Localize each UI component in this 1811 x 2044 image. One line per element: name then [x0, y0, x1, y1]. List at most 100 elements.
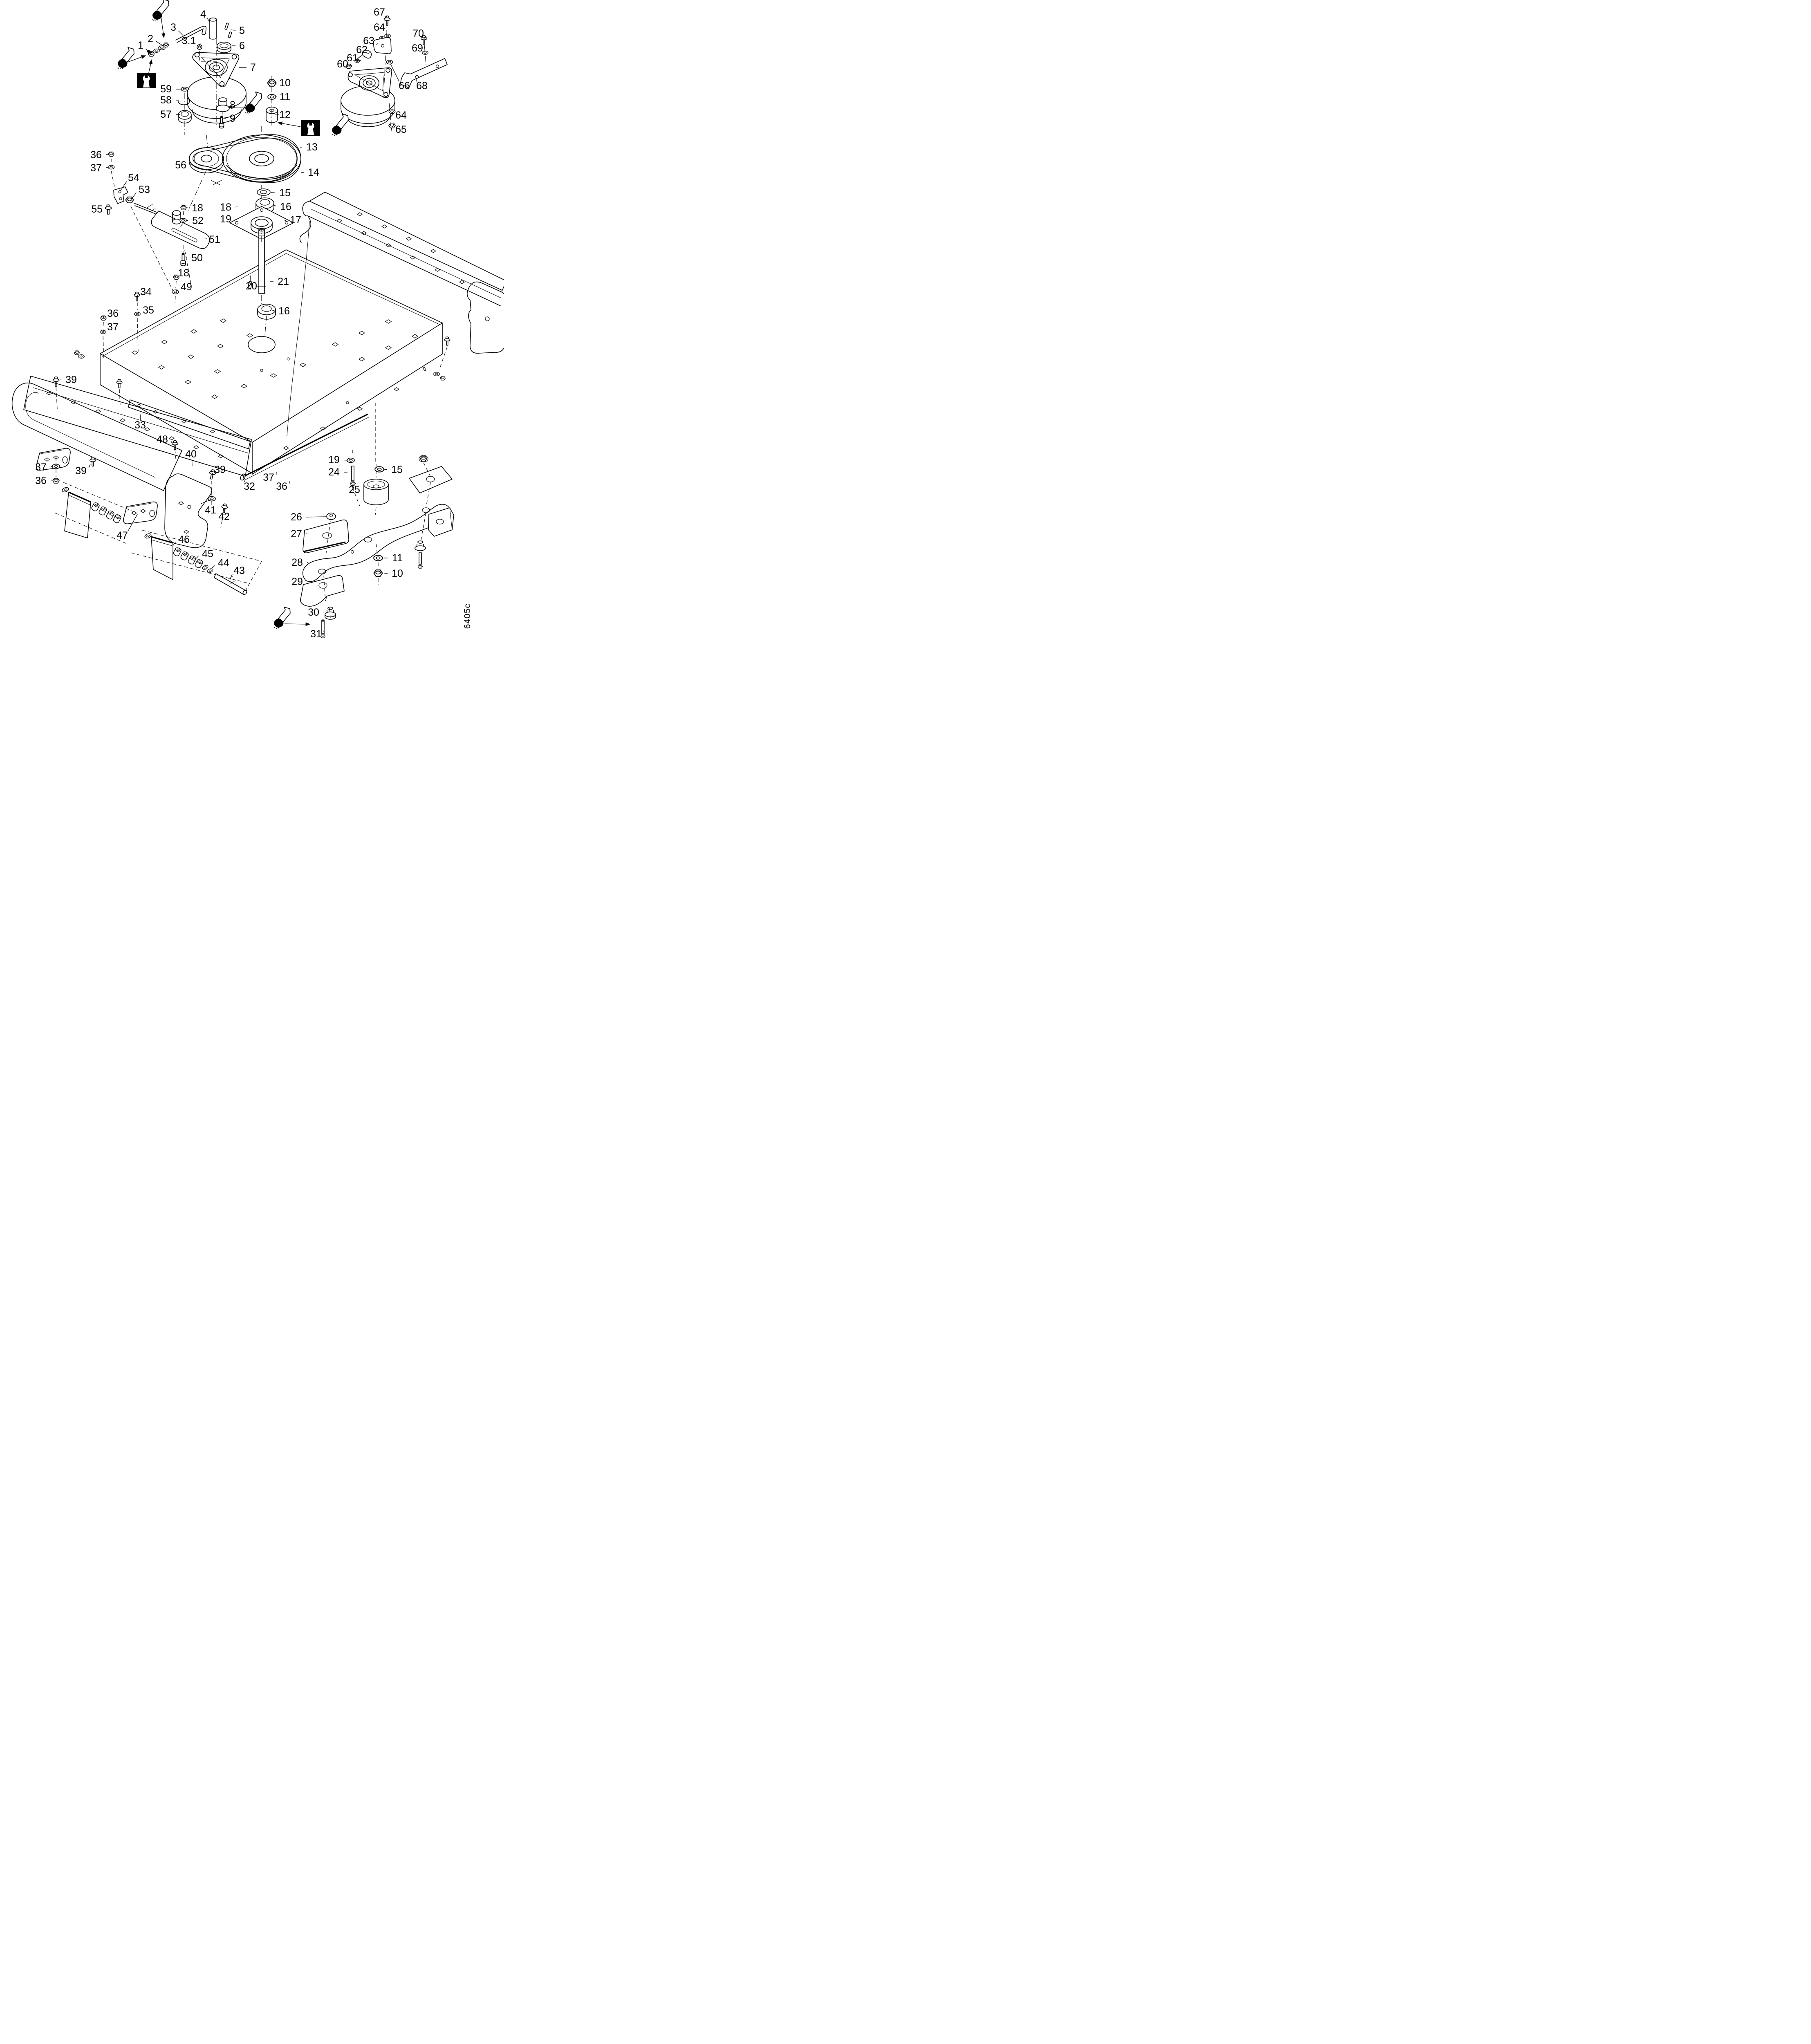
- callout-number: 55: [91, 204, 103, 215]
- callout-number: 39: [65, 374, 77, 385]
- drawing-code: 6405c: [463, 603, 472, 629]
- callout-number: 37: [90, 162, 102, 174]
- callout-number: 53: [139, 184, 150, 195]
- callout-number: 30: [308, 607, 319, 618]
- callout-number: 57: [160, 109, 172, 120]
- callout-number: 39: [75, 465, 87, 477]
- belt-drive: [188, 126, 301, 211]
- callout-12: 12: [275, 109, 291, 121]
- electric-clutch-right: [341, 16, 448, 131]
- callout-46: 46: [172, 534, 190, 547]
- callout-56: 56: [175, 159, 193, 171]
- callout-number: 44: [218, 557, 229, 569]
- callout-39: 39: [61, 374, 77, 385]
- callout-47: 47: [117, 514, 138, 541]
- callout-45: 45: [196, 548, 213, 560]
- callout-number: 9: [230, 113, 235, 124]
- callout-number: 26: [291, 511, 302, 523]
- callout-number: 7: [250, 62, 256, 73]
- front-roller-rail: [11, 376, 252, 491]
- callout-number: 13: [306, 141, 318, 153]
- callout-number: 64: [395, 110, 407, 121]
- callout-64: 64: [392, 110, 407, 121]
- callout-number: 12: [279, 109, 291, 121]
- callout-48: 48: [157, 434, 173, 445]
- callout-number: 1: [138, 40, 143, 51]
- callout-number: 48: [157, 434, 168, 445]
- callout-19: 19: [328, 454, 348, 466]
- callout-3: 3: [170, 22, 184, 36]
- callout-68: 68: [416, 77, 428, 92]
- callout-24: 24: [328, 466, 347, 478]
- callout-36: 36: [276, 480, 290, 492]
- callout-11: 11: [383, 552, 403, 564]
- callout-number: 63: [363, 35, 374, 47]
- callout-5: 5: [230, 25, 245, 36]
- callout-70: 70: [412, 28, 425, 40]
- callout-number: 4: [200, 9, 206, 20]
- callout-26: 26: [291, 511, 326, 523]
- callout-number: 49: [181, 281, 192, 293]
- callout-37: 37: [35, 462, 53, 473]
- callout-62: 62: [356, 44, 370, 56]
- callout-number: 29: [291, 576, 303, 587]
- callout-overlay: 1233.14567891011125758596764636261607069…: [35, 0, 428, 640]
- callout-number: 3.1: [182, 35, 196, 47]
- grease-tube-icon: [332, 114, 349, 136]
- callout-60: 60: [337, 58, 352, 70]
- callout-number: 62: [356, 44, 368, 56]
- callout-number: 11: [392, 552, 403, 564]
- callout-number: 18: [178, 267, 189, 279]
- callout-4: 4: [200, 9, 210, 22]
- callout-number: 40: [185, 448, 197, 460]
- callout-13: 13: [300, 141, 318, 153]
- callout-number: 17: [290, 214, 301, 226]
- callout-number: 20: [246, 280, 257, 292]
- callout-65: 65: [392, 124, 407, 135]
- callout-29: 29: [291, 576, 307, 587]
- callout-35: 35: [137, 305, 154, 316]
- callout-36: 36: [35, 475, 53, 486]
- callout-number: 56: [175, 159, 186, 171]
- callout-number: 31: [310, 628, 322, 640]
- callout-number: 68: [416, 80, 428, 92]
- callout-number: 67: [374, 7, 385, 18]
- callout-number: 19: [328, 454, 340, 466]
- callout-18: 18: [186, 202, 203, 214]
- callout-7: 7: [239, 62, 256, 73]
- callout-number: 36: [35, 475, 47, 486]
- callout-33: 33: [134, 414, 146, 431]
- callout-61: 61: [347, 52, 361, 64]
- callout-number: 34: [140, 286, 152, 298]
- callout-17: 17: [283, 214, 301, 226]
- callout-number: 47: [117, 530, 128, 541]
- wrench-icon: [137, 59, 156, 88]
- callout-number: 65: [395, 124, 407, 135]
- rear-tunnel: [299, 192, 504, 381]
- callout-number: 43: [233, 565, 245, 576]
- callout-number: 61: [347, 52, 358, 64]
- spindle-stack: [229, 185, 376, 464]
- roller-brackets-flaps: [36, 448, 262, 595]
- callout-63: 63: [363, 35, 378, 47]
- grease-tube-icon: [227, 92, 262, 114]
- grease-tube-icon: [273, 607, 311, 629]
- callout-number: 51: [209, 234, 220, 245]
- callout-18: 18: [220, 202, 238, 213]
- callout-10: 10: [275, 77, 291, 89]
- callout-number: 35: [143, 305, 154, 316]
- callout-number: 46: [178, 534, 190, 545]
- callout-28: 28: [291, 557, 308, 568]
- callout-number: 2: [148, 33, 153, 45]
- callout-21: 21: [270, 276, 289, 287]
- callout-52: 52: [186, 215, 204, 226]
- callout-number: 15: [279, 187, 291, 199]
- callout-number: 69: [412, 43, 423, 54]
- callout-number: 16: [278, 305, 290, 317]
- callout-number: 8: [230, 99, 235, 111]
- callout-16: 16: [270, 305, 290, 317]
- callout-number: 27: [291, 528, 302, 540]
- cover-plate: [164, 468, 229, 548]
- callout-41: 41: [205, 501, 216, 516]
- callout-number: 66: [399, 80, 410, 92]
